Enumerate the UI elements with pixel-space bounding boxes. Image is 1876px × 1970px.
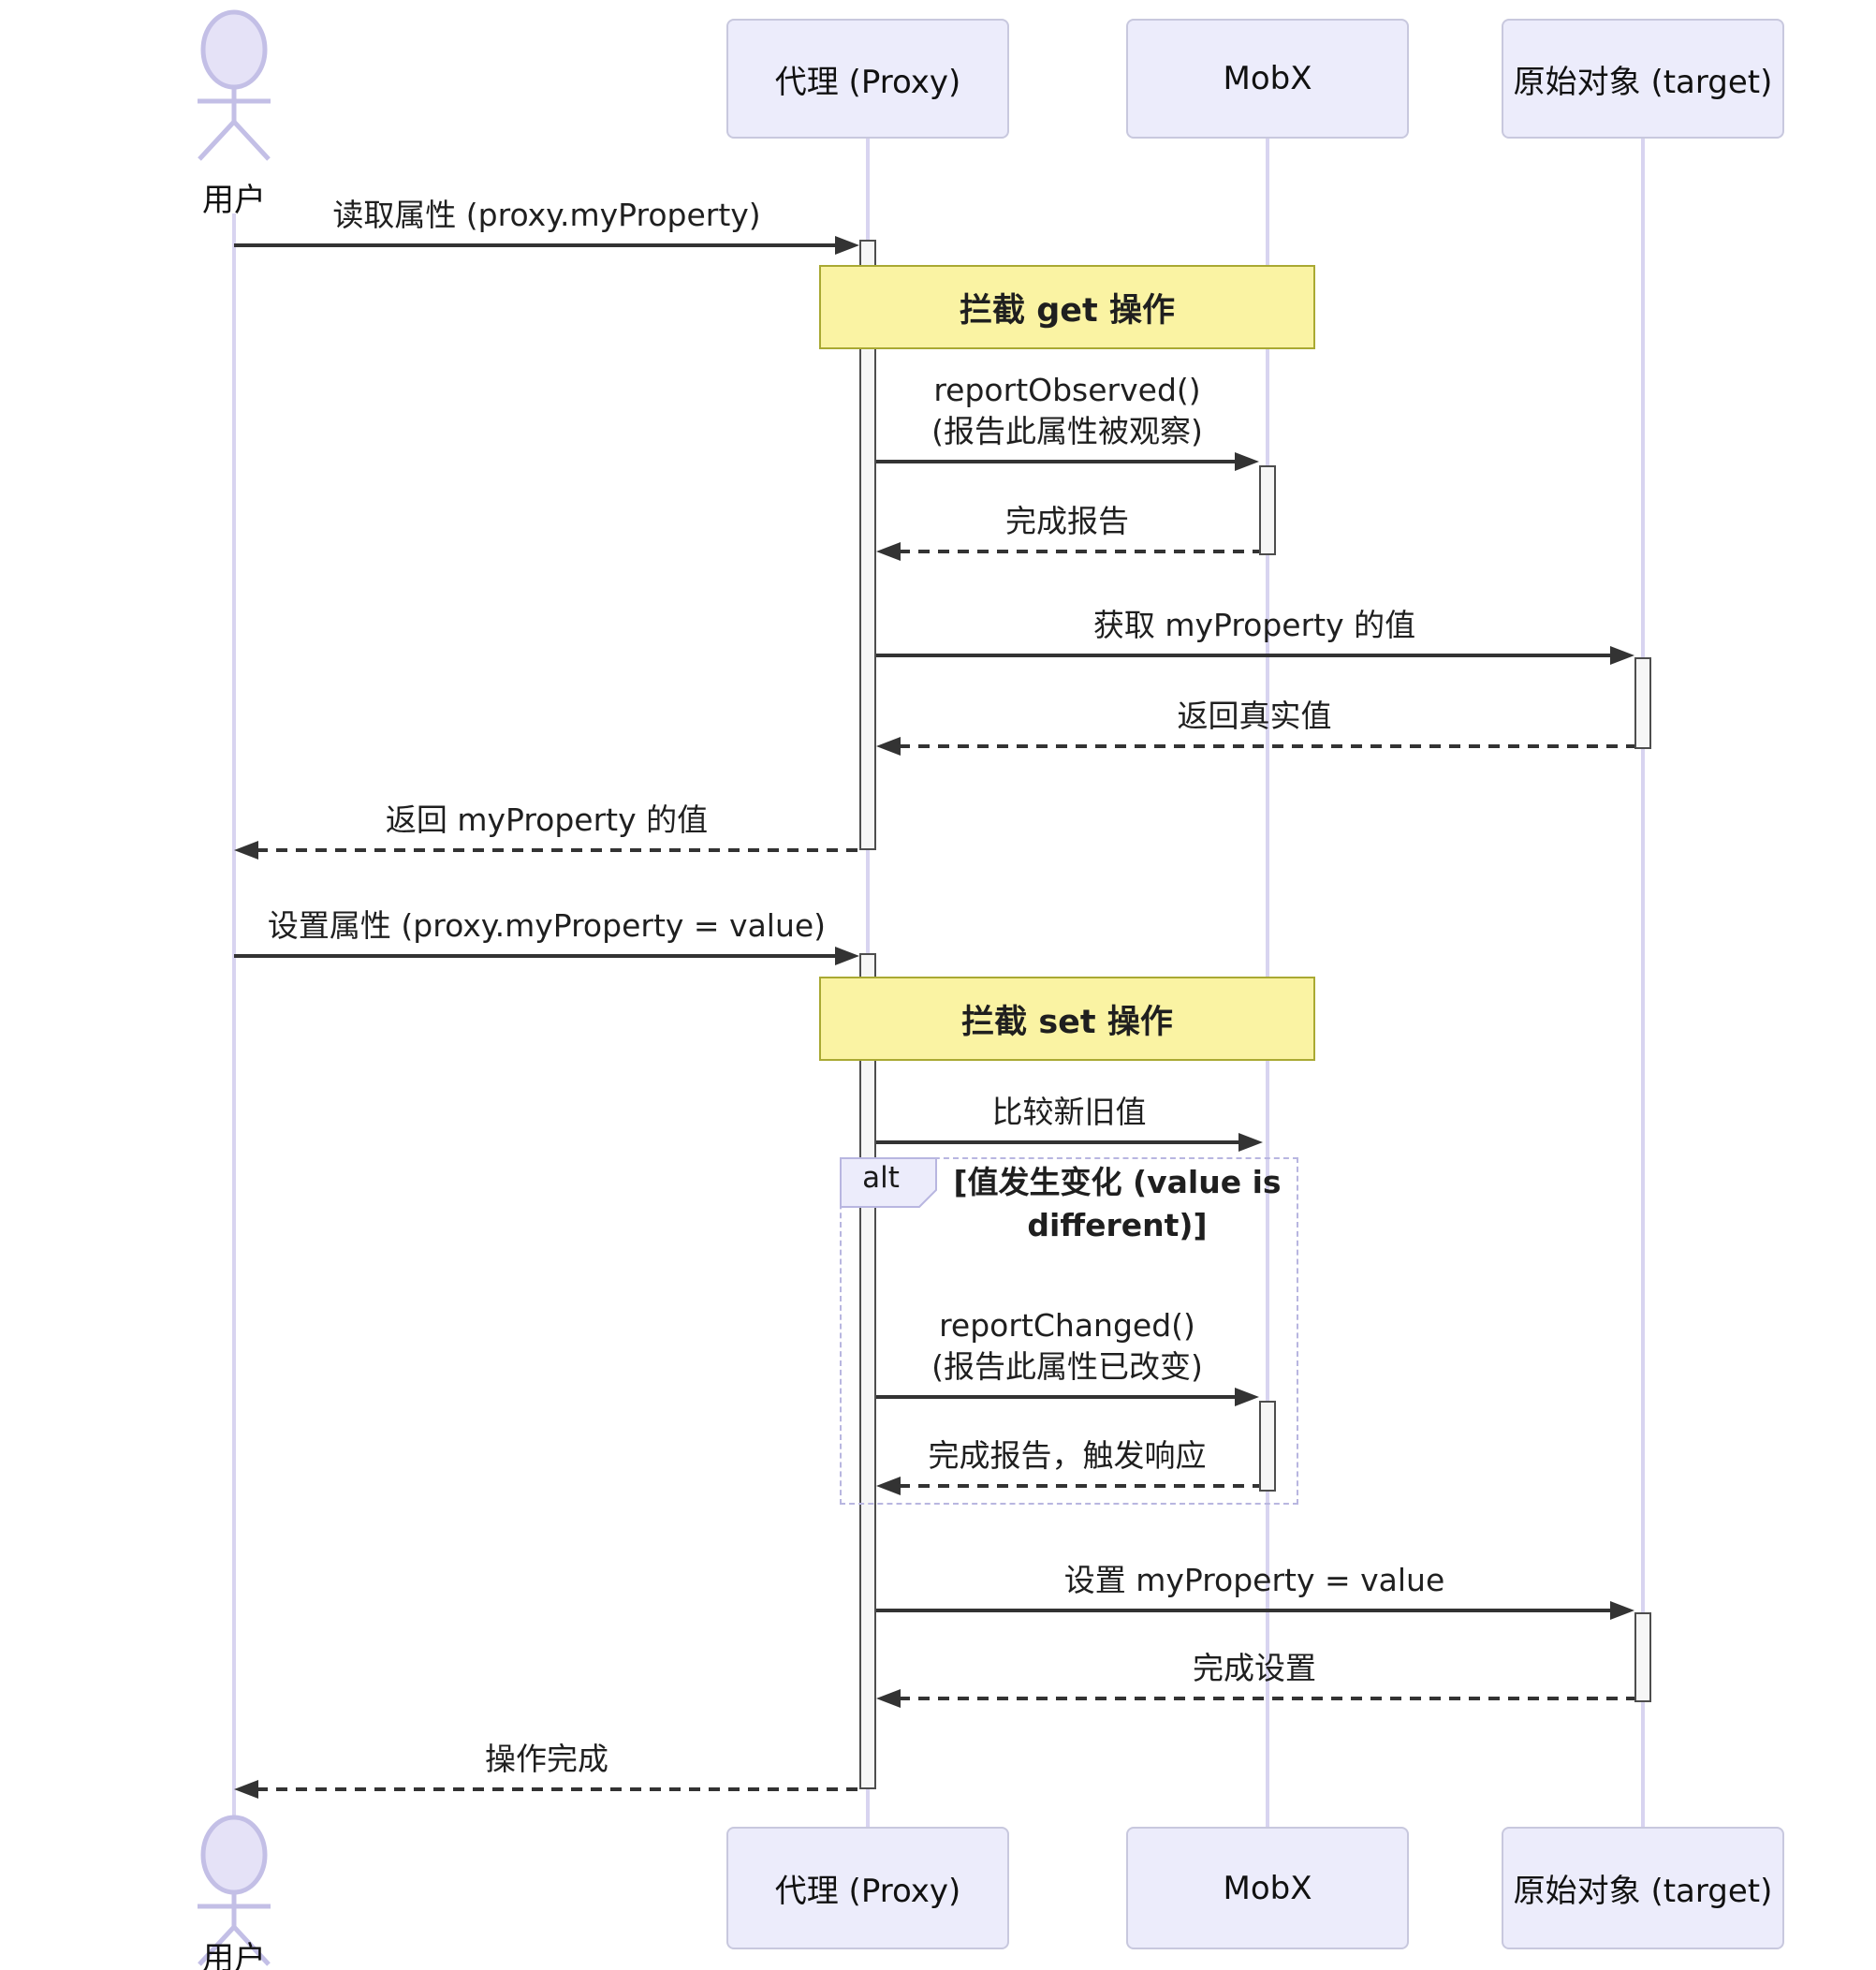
participant-target-label: 原始对象 (target) xyxy=(1513,63,1773,101)
arrowhead-right-icon xyxy=(1238,1133,1263,1152)
message-set-done: 完成设置 xyxy=(1193,1650,1316,1686)
alt-fragment-label: alt xyxy=(862,1161,900,1195)
message-return-value-line xyxy=(256,848,859,852)
participant-target-top: 原始对象 (target) xyxy=(1502,19,1784,139)
message-set-value-line xyxy=(876,1609,1612,1612)
message-report-done-trigger-line xyxy=(899,1484,1259,1488)
activation-target-get xyxy=(1634,657,1651,749)
message-return-real-value-line xyxy=(899,744,1634,748)
message-operation-done-line xyxy=(256,1787,859,1791)
participant-proxy-label: 代理 (Proxy) xyxy=(774,63,961,101)
participant-proxy-label: 代理 (Proxy) xyxy=(774,1873,961,1910)
activation-target-set xyxy=(1634,1612,1651,1702)
message-set-property-line xyxy=(234,954,837,958)
actor-figure-icon xyxy=(198,1815,271,1966)
message-report-done-line xyxy=(899,550,1259,553)
activation-mobx-report-observed xyxy=(1259,465,1276,555)
note-intercept-set-label: 拦截 set 操作 xyxy=(961,1003,1173,1041)
lifeline-target xyxy=(1641,139,1645,1827)
message-get-value: 获取 myProperty 的值 xyxy=(1092,607,1416,643)
note-intercept-get: 拦截 get 操作 xyxy=(819,265,1315,349)
participant-mobx-label: MobX xyxy=(1223,60,1312,97)
arrowhead-right-icon xyxy=(1235,1388,1259,1406)
actor-label-top: 用户 xyxy=(202,182,266,219)
arrowhead-left-icon xyxy=(876,737,901,756)
message-read-property: 读取属性 (proxy.myProperty) xyxy=(332,197,761,233)
arrowhead-right-icon xyxy=(1235,452,1259,471)
message-report-changed: reportChanged() (报告此属性已改变) xyxy=(931,1307,1203,1385)
message-set-property: 设置属性 (proxy.myProperty = value) xyxy=(267,907,827,944)
message-report-changed-line xyxy=(876,1395,1237,1399)
message-report-observed: reportObserved() (报告此属性被观察) xyxy=(931,372,1203,449)
arrowhead-left-icon xyxy=(234,841,258,860)
actor-label-bottom: 用户 xyxy=(202,1940,266,1970)
arrowhead-left-icon xyxy=(876,542,901,561)
arrowhead-right-icon xyxy=(1610,646,1634,665)
message-compare-values-line xyxy=(876,1140,1240,1144)
message-read-property-line xyxy=(234,243,837,247)
participant-target-bottom: 原始对象 (target) xyxy=(1502,1827,1784,1949)
alt-fragment-tab xyxy=(840,1157,937,1208)
activation-proxy-get xyxy=(859,240,876,850)
participant-proxy-top: 代理 (Proxy) xyxy=(726,19,1009,139)
message-report-observed-line xyxy=(876,460,1237,463)
activation-mobx-report-changed xyxy=(1259,1401,1276,1492)
participant-proxy-bottom: 代理 (Proxy) xyxy=(726,1827,1009,1949)
message-operation-done: 操作完成 xyxy=(485,1741,608,1777)
arrowhead-left-icon xyxy=(234,1780,258,1799)
note-intercept-get-label: 拦截 get 操作 xyxy=(960,291,1175,330)
message-set-done-line xyxy=(899,1697,1634,1700)
participant-mobx-label: MobX xyxy=(1223,1869,1312,1907)
lifeline-user xyxy=(232,213,236,1816)
arrowhead-left-icon xyxy=(876,1689,901,1708)
participant-mobx-bottom: MobX xyxy=(1126,1827,1409,1949)
message-report-done-trigger: 完成报告，触发响应 xyxy=(928,1437,1207,1474)
arrowhead-right-icon xyxy=(835,236,859,255)
arrowhead-right-icon xyxy=(1610,1601,1634,1620)
message-return-value: 返回 myProperty 的值 xyxy=(385,801,709,838)
participant-mobx-top: MobX xyxy=(1126,19,1409,139)
actor-figure-icon xyxy=(198,9,271,161)
message-compare-values: 比较新旧值 xyxy=(991,1094,1147,1130)
message-report-done: 完成报告 xyxy=(1005,503,1129,539)
note-intercept-set: 拦截 set 操作 xyxy=(819,977,1315,1061)
message-return-real-value: 返回真实值 xyxy=(1177,698,1332,734)
alt-fragment-condition: [值发生变化 (value is different)] xyxy=(953,1164,1282,1243)
participant-target-label: 原始对象 (target) xyxy=(1513,1873,1773,1910)
arrowhead-left-icon xyxy=(876,1477,901,1495)
message-set-value: 设置 myProperty = value xyxy=(1063,1562,1445,1598)
alt-fragment-frame xyxy=(840,1157,1298,1505)
arrowhead-right-icon xyxy=(835,947,859,965)
message-get-value-line xyxy=(876,654,1612,657)
